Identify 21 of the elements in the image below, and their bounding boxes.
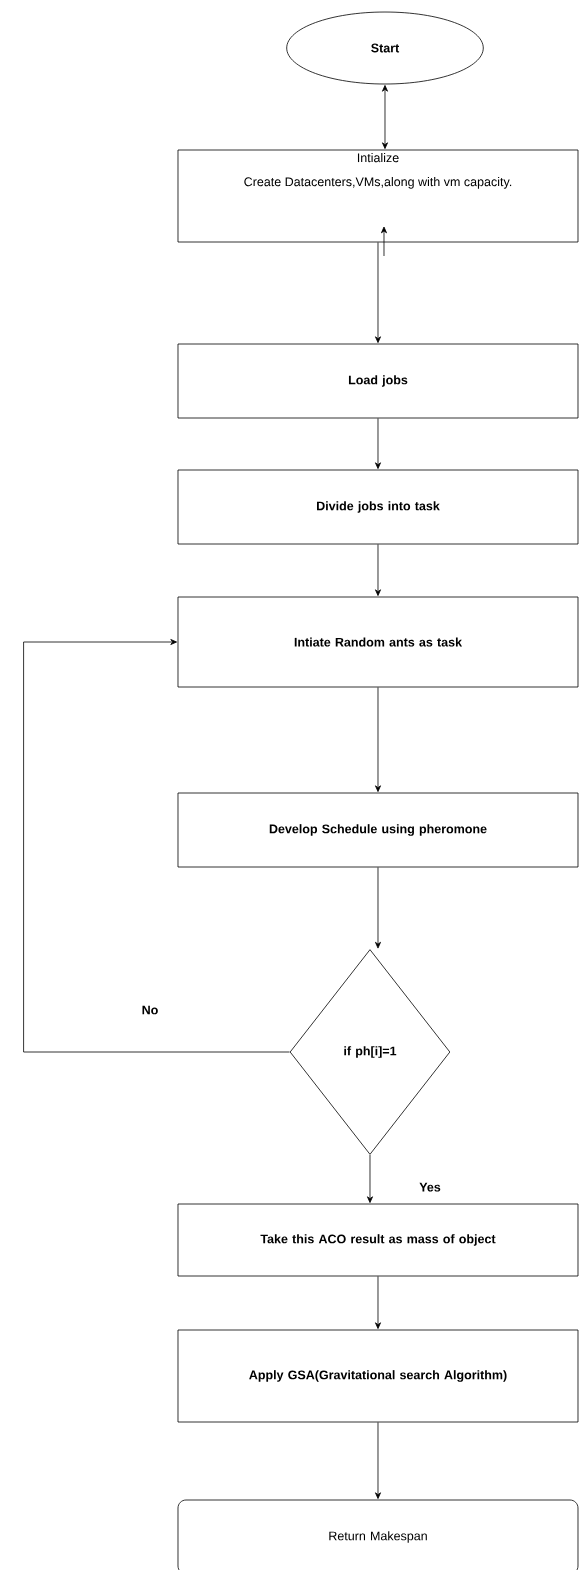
process-box: Intiate Random ants as task: [177, 596, 579, 688]
edge-label: Yes: [418, 1181, 442, 1193]
arrow: [375, 867, 381, 949]
arrow: [381, 226, 387, 257]
process-box: Divide jobs into task: [177, 469, 579, 545]
arrow: [375, 1276, 381, 1329]
arrow: [367, 1154, 373, 1203]
arrow: [375, 1422, 381, 1499]
process-box: Intialize Create Datacenters,VMs,along with vm capacity.: [177, 149, 579, 243]
process-box: Load jobs: [177, 343, 579, 419]
process-box: Develop Schedule using pheromone: [177, 792, 579, 868]
end-box: Return Makespan: [177, 1499, 579, 1570]
arrow: [375, 544, 381, 596]
arrow: [375, 687, 381, 792]
arrow: [375, 418, 381, 469]
arrow: [382, 85, 388, 149]
edge-label: No: [140, 1004, 160, 1016]
process-box: Take this ACO result as mass of object: [177, 1203, 579, 1277]
arrow: [375, 242, 381, 343]
process-box: Apply GSA(Gravitational search Algorithm): [177, 1329, 579, 1423]
arrow: [23, 639, 290, 1053]
